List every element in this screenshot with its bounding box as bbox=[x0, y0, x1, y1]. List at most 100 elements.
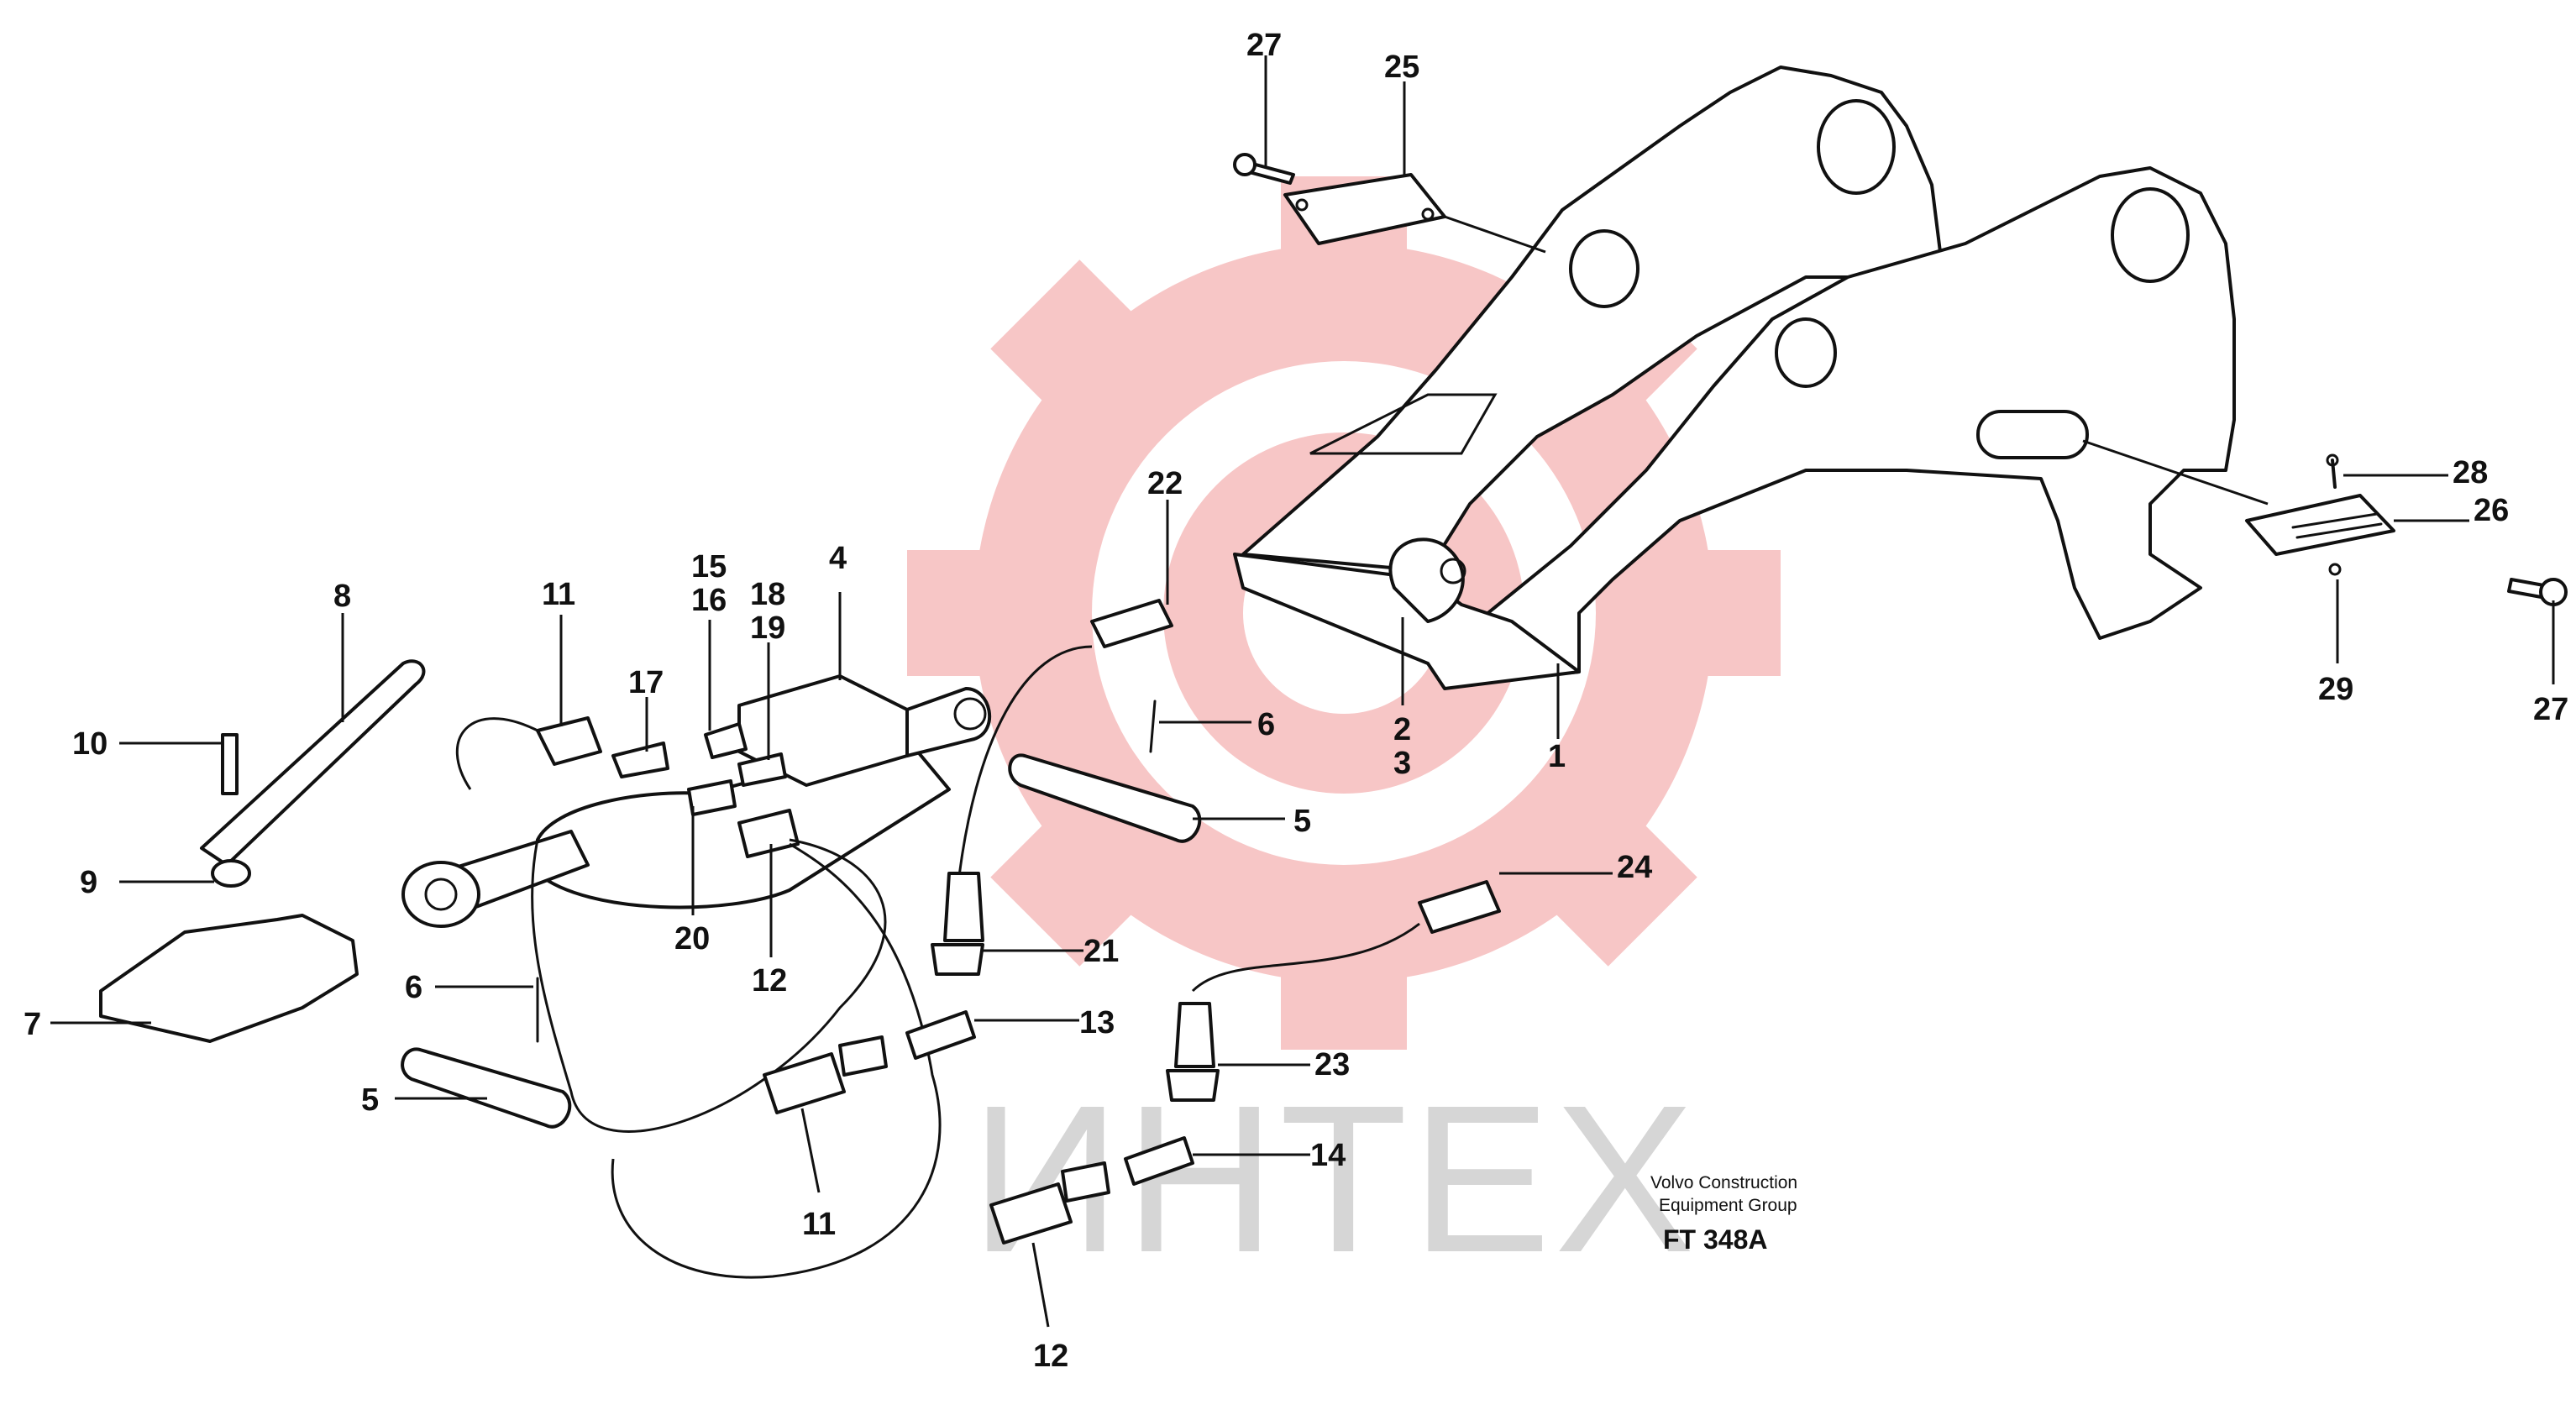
coupler-frame bbox=[1233, 66, 2236, 690]
plate-hole bbox=[1421, 207, 1435, 221]
watermark-gear-tooth bbox=[1524, 794, 1697, 967]
hose-lower bbox=[611, 842, 942, 1279]
fitting-12-top bbox=[737, 809, 800, 858]
fitting-15 bbox=[704, 722, 748, 759]
fitting-12-bottom bbox=[989, 1182, 1073, 1245]
hose-loop-left bbox=[455, 717, 538, 790]
hose-long bbox=[531, 838, 887, 1133]
watermark-gear-tooth bbox=[990, 259, 1163, 432]
bracket-7 bbox=[99, 914, 359, 1043]
callout-27: 27 bbox=[1246, 28, 1282, 63]
callout-25: 25 bbox=[1384, 50, 1419, 85]
watermark-gear-tooth bbox=[1281, 932, 1407, 1050]
pin-5-right bbox=[1008, 753, 1202, 843]
callout-21: 21 bbox=[1083, 934, 1119, 969]
nut-14 bbox=[1061, 1161, 1110, 1203]
leader-lines bbox=[50, 55, 2555, 1328]
hydraulic-cylinder bbox=[401, 674, 991, 928]
callout-5-left: 5 bbox=[361, 1082, 379, 1118]
coupler-front-plate bbox=[1435, 166, 2236, 682]
fitting-11-bottom bbox=[763, 1052, 846, 1114]
leader-25b bbox=[1444, 215, 1546, 254]
screw-head bbox=[1233, 153, 1257, 176]
callout-10: 10 bbox=[72, 726, 108, 762]
callout-13: 13 bbox=[1079, 1005, 1115, 1040]
plate-text-line bbox=[2295, 522, 2383, 539]
watermark-gear-tooth bbox=[1663, 550, 1781, 676]
caption-line-1: Volvo Construction bbox=[1650, 1173, 1797, 1192]
rod-8 bbox=[200, 659, 426, 867]
callout-1: 1 bbox=[1548, 739, 1566, 774]
figure-code: FT 348A bbox=[1663, 1224, 1767, 1255]
callout-12-bottom: 12 bbox=[1033, 1339, 1068, 1374]
sensor-23 bbox=[1174, 1002, 1215, 1068]
callout-11-bottom: 11 bbox=[802, 1207, 836, 1242]
sensor-21 bbox=[943, 872, 984, 942]
callout-26: 26 bbox=[2474, 493, 2509, 528]
cable-22 bbox=[956, 645, 1093, 891]
watermark-gear-tooth bbox=[907, 550, 1025, 676]
bolt-10 bbox=[221, 733, 239, 795]
coupler-rear-plate bbox=[1241, 66, 1942, 573]
callout-12: 12 bbox=[752, 963, 787, 998]
callout-8: 8 bbox=[333, 579, 351, 614]
callout-2: 2 bbox=[1393, 712, 1411, 747]
callout-3: 3 bbox=[1393, 746, 1411, 781]
sensor-21-nut bbox=[931, 943, 984, 976]
cylinder-eye bbox=[905, 687, 991, 757]
coupler-pin-hole bbox=[1775, 317, 1837, 388]
name-plate-right bbox=[2245, 494, 2395, 556]
watermark-gear-tooth bbox=[990, 794, 1163, 967]
callout-27-right: 27 bbox=[2533, 692, 2568, 727]
fitting-11-top bbox=[536, 716, 602, 766]
rivet-29 bbox=[2328, 563, 2342, 576]
callout-15: 15 bbox=[691, 549, 727, 584]
sensor-22 bbox=[1090, 599, 1173, 648]
leader-26b bbox=[2082, 439, 2269, 506]
cylinder-eye-hole bbox=[953, 697, 987, 731]
rod-eye bbox=[401, 861, 480, 928]
coupler-pin-hole bbox=[2111, 187, 2190, 283]
callout-28: 28 bbox=[2453, 455, 2488, 490]
nut-13 bbox=[838, 1035, 888, 1077]
sensor-24 bbox=[1418, 880, 1501, 934]
callout-29: 29 bbox=[2318, 672, 2353, 707]
plate-text-line bbox=[2291, 512, 2379, 529]
rod-eye-hole bbox=[424, 878, 458, 911]
caption-line-2: Equipment Group bbox=[1659, 1196, 1797, 1215]
washer-9 bbox=[211, 859, 251, 888]
cable-24 bbox=[1191, 922, 1420, 993]
callout-24: 24 bbox=[1617, 850, 1652, 885]
callout-20: 20 bbox=[674, 921, 710, 956]
coupler-hook bbox=[1388, 537, 1465, 623]
callout-19: 19 bbox=[750, 611, 785, 646]
split-pin-6-right bbox=[1149, 700, 1157, 753]
elbow-14 bbox=[1124, 1136, 1194, 1186]
leader-11b bbox=[800, 1108, 821, 1193]
rivet-head bbox=[2326, 453, 2339, 467]
coupler-slot bbox=[1309, 393, 1498, 455]
coupler-hook-hole bbox=[1440, 558, 1466, 584]
fitting-20 bbox=[687, 779, 737, 816]
callout-9: 9 bbox=[80, 865, 97, 900]
diagram-caption: Volvo Construction Equipment Group FT 34… bbox=[1650, 1173, 1797, 1255]
pin-5-left bbox=[401, 1047, 572, 1129]
callout-11: 11 bbox=[542, 577, 575, 612]
callout-4: 4 bbox=[829, 541, 847, 576]
callout-22: 22 bbox=[1147, 466, 1183, 501]
coupler-pin-hole bbox=[1569, 229, 1640, 308]
callout-23: 23 bbox=[1314, 1047, 1350, 1082]
sensor-23-nut bbox=[1166, 1069, 1220, 1102]
callout-6-left: 6 bbox=[405, 970, 422, 1005]
callout-7: 7 bbox=[24, 1007, 41, 1042]
leader-12b bbox=[1031, 1242, 1050, 1328]
fitting-17 bbox=[611, 742, 669, 778]
callout-16: 16 bbox=[691, 583, 727, 618]
callout-17: 17 bbox=[628, 665, 664, 700]
coupler-pin-hole bbox=[1817, 99, 1896, 195]
fittings bbox=[536, 716, 800, 858]
plate-hole bbox=[1295, 198, 1309, 212]
fitting-18 bbox=[737, 752, 787, 787]
